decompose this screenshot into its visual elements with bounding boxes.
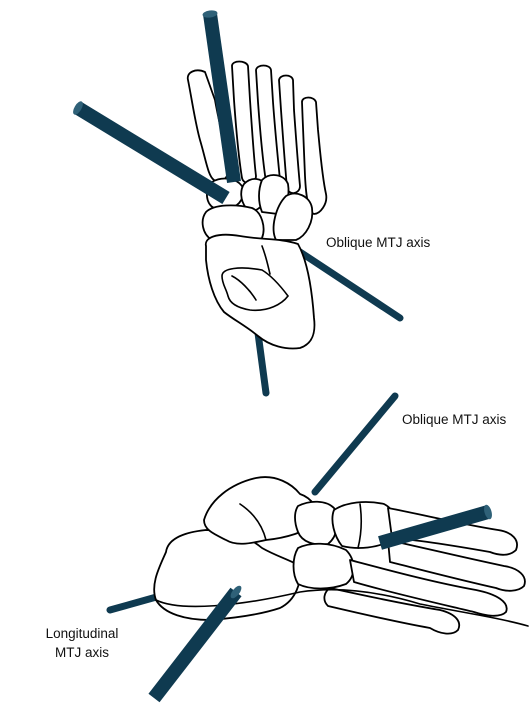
sole-outline <box>155 588 529 627</box>
bottom-longitudinal-axis-rod-front <box>148 585 242 703</box>
top-vertical-axis-rod-upper <box>202 10 241 183</box>
toe-5-bone <box>301 96 328 215</box>
cuboid <box>292 542 355 590</box>
toe-1-bone <box>186 69 229 183</box>
bottom-metatarsal-axis-rod <box>378 504 492 550</box>
metatarsal-5 <box>323 587 461 635</box>
bottom-longitudinal-axis-rod-left <box>106 592 164 614</box>
bottom-oblique-axis-rod <box>311 392 399 496</box>
talus-outline <box>221 267 290 312</box>
longitudinal-axis-label-line2: MTJ axis <box>55 645 109 660</box>
talus-head-line <box>231 275 257 301</box>
calcaneus-inner-line <box>261 245 271 275</box>
top-oblique-axis-rod-upper <box>73 101 230 204</box>
navicular <box>294 500 339 546</box>
bottom-oblique-axis-label: Oblique MTJ axis <box>402 412 507 427</box>
toe-4-bone <box>278 74 301 194</box>
top-oblique-axis-rod-lower <box>296 248 404 322</box>
cuneiform-seam <box>357 503 363 549</box>
top-oblique-axis-label: Oblique MTJ axis <box>326 235 431 250</box>
toe-3-bone <box>255 64 281 188</box>
metatarsal-3 <box>349 559 508 617</box>
cuboid-top <box>272 192 314 241</box>
hindfoot-outline <box>205 233 316 350</box>
metatarsal-2 <box>387 539 526 592</box>
toe-2-bone <box>231 60 257 184</box>
talus-neck-line <box>239 503 267 541</box>
longitudinal-axis-label-line1: Longitudinal <box>45 626 119 641</box>
medial-foot-view <box>106 392 529 703</box>
dorsal-foot-view <box>73 10 404 397</box>
longitudinal-axis-label: Longitudinal MTJ axis <box>32 624 132 662</box>
